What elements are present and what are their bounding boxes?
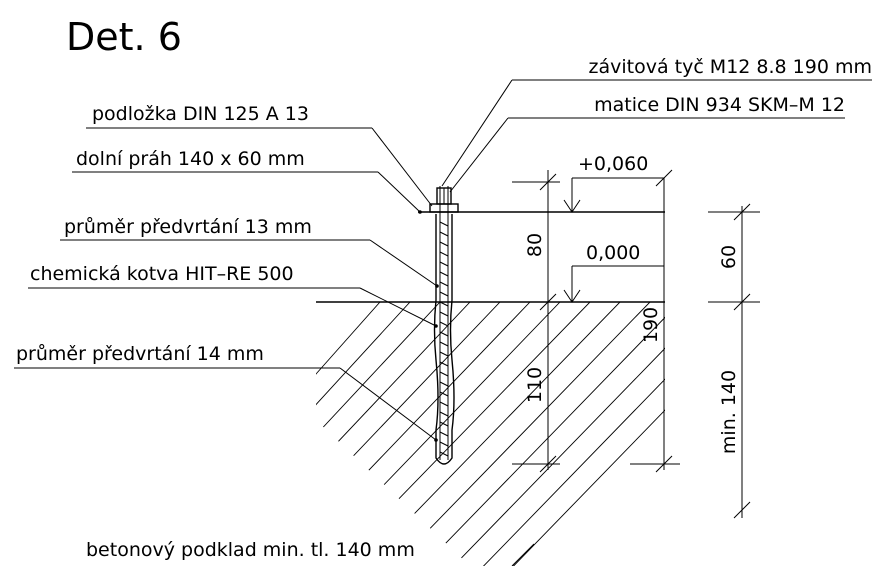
- leader-drill13: [369, 239, 438, 287]
- dim-190-label: 190: [640, 307, 662, 343]
- leader-threaded-rod: [441, 79, 513, 187]
- leader-concrete: [511, 543, 535, 566]
- label-sill: dolní práh 140 x 60 mm: [76, 148, 305, 170]
- label-drill-13: průměr předvrtání 13 mm: [64, 216, 312, 238]
- concrete-hatching: [316, 302, 665, 566]
- label-chemical-anchor: chemická kotva HIT–RE 500: [30, 263, 294, 285]
- leader-drill14: [339, 367, 437, 441]
- dimension-80-110: [512, 170, 560, 473]
- dimension-60-140: [708, 203, 760, 519]
- level-zero-label: 0,000: [586, 242, 640, 264]
- dimension-190: [630, 169, 680, 473]
- leader-sill: [377, 171, 421, 213]
- leader-chem: [359, 287, 437, 327]
- level-top-marker: [563, 177, 664, 213]
- dim-60-label: 60: [718, 245, 740, 269]
- level-top-label: +0,060: [578, 153, 648, 175]
- label-nut: matice DIN 934 SKM–M 12: [594, 94, 845, 116]
- label-concrete: betonový podklad min. tl. 140 mm: [86, 539, 415, 561]
- dim-110-label: 110: [524, 367, 546, 403]
- washer: [429, 203, 459, 213]
- threaded-rod: [433, 186, 455, 465]
- label-threaded-rod: závitová tyč M12 8.8 190 mm: [588, 56, 872, 78]
- label-drill-14: průměr předvrtání 14 mm: [16, 343, 264, 365]
- level-zero-marker: [563, 265, 664, 303]
- dim-80-label: 80: [524, 233, 546, 257]
- detail-title: Det. 6: [66, 15, 182, 59]
- leader-washer: [371, 127, 433, 207]
- dim-min140-label: min. 140: [718, 370, 740, 454]
- label-washer: podložka DIN 125 A 13: [92, 103, 309, 125]
- leader-nut: [449, 117, 509, 193]
